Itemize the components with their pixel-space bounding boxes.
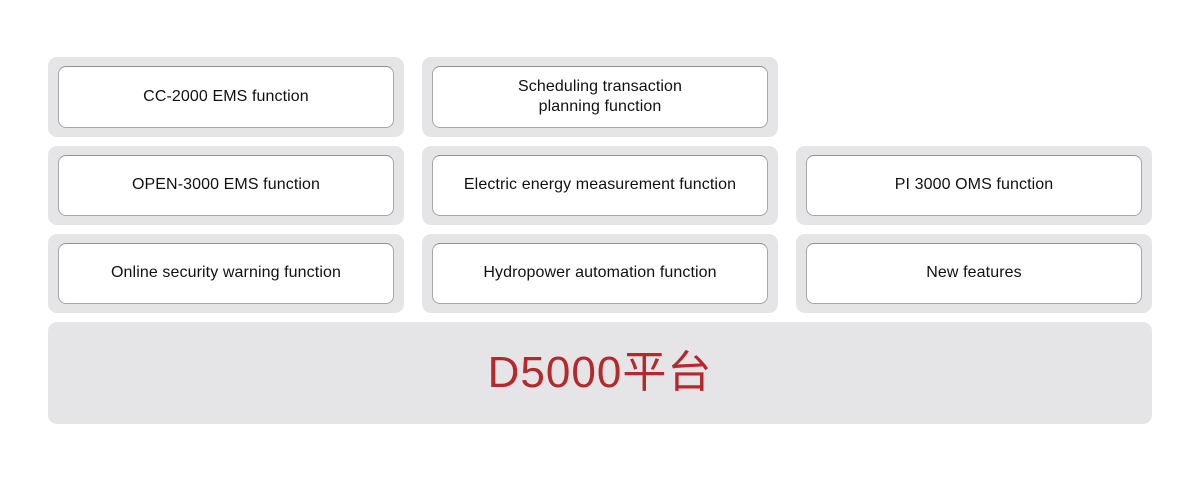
function-box-scheduling-transaction-planning[interactable]: Scheduling transaction planning function bbox=[432, 66, 768, 128]
function-row-1: CC-2000 EMS function Scheduling transact… bbox=[48, 57, 1152, 137]
platform-base-bar[interactable]: D5000平台 bbox=[48, 322, 1152, 424]
function-cell-r3c3[interactable]: New features bbox=[796, 234, 1152, 313]
function-box-label-line2: planning function bbox=[538, 98, 662, 115]
function-module-grid: CC-2000 EMS function Scheduling transact… bbox=[48, 57, 1152, 322]
function-box-label: PI 3000 OMS function bbox=[894, 176, 1054, 194]
function-cell-r3c1[interactable]: Online security warning function bbox=[48, 234, 404, 313]
function-cell-r1c2[interactable]: Scheduling transaction planning function bbox=[422, 57, 778, 137]
function-box-label-line1: Scheduling transaction bbox=[517, 77, 683, 95]
function-box-open-3000-ems[interactable]: OPEN-3000 EMS function bbox=[58, 155, 394, 216]
function-row-2: OPEN-3000 EMS function Electric energy m… bbox=[48, 146, 1152, 225]
function-box-label: Hydropower automation function bbox=[483, 264, 717, 282]
function-box-label: OPEN-3000 EMS function bbox=[131, 176, 321, 194]
function-box-label: New features bbox=[926, 264, 1022, 282]
function-box-electric-energy-measurement[interactable]: Electric energy measurement function bbox=[432, 155, 768, 216]
function-cell-r3c2[interactable]: Hydropower automation function bbox=[422, 234, 778, 313]
function-box-cc-2000-ems[interactable]: CC-2000 EMS function bbox=[58, 66, 394, 128]
function-cell-r1c3-empty bbox=[796, 57, 1152, 137]
platform-label: D5000平台 bbox=[487, 348, 713, 397]
function-cell-r1c1[interactable]: CC-2000 EMS function bbox=[48, 57, 404, 137]
function-cell-r2c1[interactable]: OPEN-3000 EMS function bbox=[48, 146, 404, 225]
function-box-label-multiline: Scheduling transaction planning function bbox=[518, 77, 682, 118]
function-box-hydropower-automation[interactable]: Hydropower automation function bbox=[432, 243, 768, 304]
function-row-3: Online security warning function Hydropo… bbox=[48, 234, 1152, 313]
function-box-label: Online security warning function bbox=[111, 264, 341, 282]
function-cell-r2c3[interactable]: PI 3000 OMS function bbox=[796, 146, 1152, 225]
function-cell-r2c2[interactable]: Electric energy measurement function bbox=[422, 146, 778, 225]
function-box-label: Electric energy measurement function bbox=[463, 176, 737, 194]
function-box-label: CC-2000 EMS function bbox=[143, 87, 309, 105]
function-box-pi-3000-oms[interactable]: PI 3000 OMS function bbox=[806, 155, 1142, 216]
function-box-new-features[interactable]: New features bbox=[806, 243, 1142, 304]
function-box-online-security-warning[interactable]: Online security warning function bbox=[58, 243, 394, 304]
